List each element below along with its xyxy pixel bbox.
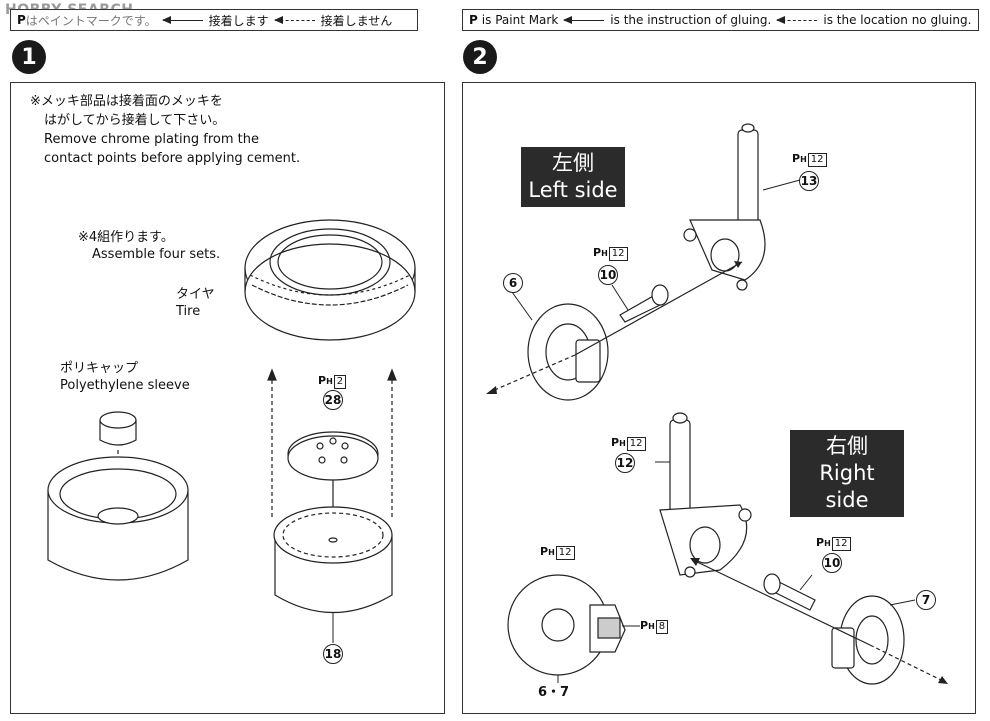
detail-disc-drawing — [507, 574, 626, 676]
paint-code-12a: 12 — [807, 153, 827, 167]
no-glue-arrow-icon-en — [776, 15, 818, 24]
tire-label-jp: タイヤ — [176, 287, 215, 302]
wheel-back-drawing — [47, 456, 189, 581]
left-upright-drawing — [683, 123, 766, 291]
part-7-label: 7 — [916, 590, 936, 610]
chrome-note: ※メッキ部品は接着面のメッキを はがしてから接着して下さい。 Remove ch… — [30, 92, 300, 168]
legend-jp-text3: 接着しません — [320, 13, 393, 28]
left-side-jp: 左側 — [552, 151, 594, 175]
paint-code-12c: 12 — [626, 437, 646, 451]
paint-code-12d: 12 — [831, 537, 851, 551]
right-disc-drawing — [831, 595, 905, 685]
legend-jp-text2: 接着します — [208, 13, 269, 28]
legend-en-text1: is Paint Mark — [481, 13, 559, 27]
legend-en-text3: is the location no gluing. — [823, 13, 972, 27]
part-6-7-label: 6・7 — [538, 685, 570, 700]
part-28-label: 28 — [323, 390, 343, 410]
chrome-note-jp-1: ※メッキ部品は接着面のメッキを — [30, 94, 223, 109]
paint-code-2: 2 — [333, 375, 347, 389]
paint-code-12e: 12 — [555, 546, 575, 560]
tire-label-en: Tire — [176, 304, 201, 319]
sleeve-label-jp: ポリキャップ — [60, 361, 139, 376]
wheel-drawing — [273, 506, 393, 614]
right-side-en: Right side — [819, 461, 875, 512]
left-side-box: 左側 Left side — [521, 147, 625, 207]
paint-mark-symbol: P — [17, 13, 26, 27]
sleeve-label-en: Polyethylene sleeve — [60, 378, 190, 393]
paint-code-8: 8 — [655, 620, 669, 634]
sets-note: ※4組作ります。 Assemble four sets. — [78, 229, 220, 263]
cap-drawing — [287, 431, 379, 481]
legend-jp-text1: はペイントマークです。 — [25, 13, 157, 28]
sleeve-label: ポリキャップ Polyethylene sleeve — [60, 360, 190, 394]
chrome-note-en-1: Remove chrome plating from the — [44, 132, 259, 147]
chrome-note-jp-2: はがしてから接着して下さい。 — [44, 113, 226, 128]
part-13-label: 13 — [799, 171, 819, 191]
sets-note-en: Assemble four sets. — [92, 247, 221, 262]
legend-jp: P はペイントマークです。 接着します 接着しません — [10, 9, 418, 31]
part-10a-label: 10 — [598, 265, 618, 285]
step-2-panel — [462, 82, 976, 714]
chrome-note-en-2: contact points before applying cement. — [44, 151, 301, 166]
left-side-en: Left side — [528, 178, 618, 202]
step-2-badge: 2 — [463, 40, 497, 74]
paint-code-12b: 12 — [608, 247, 628, 261]
part-6-label: 6 — [503, 273, 523, 293]
step-1-panel — [10, 82, 445, 714]
sets-note-jp: ※4組作ります。 — [78, 230, 174, 245]
right-side-jp: 右側 — [826, 434, 868, 458]
left-disc-drawing — [527, 303, 609, 401]
right-side-box: 右側 Right side — [790, 430, 904, 517]
right-upright-drawing — [659, 412, 752, 578]
legend-en-text2: is the instruction of gluing. — [610, 13, 772, 27]
part-12-label: 12 — [615, 453, 635, 473]
part-18-label: 18 — [323, 644, 343, 664]
tire-drawing — [244, 219, 416, 341]
paint-mark-symbol-en: P — [469, 13, 478, 27]
part-10b-label: 10 — [822, 553, 842, 573]
step-1-badge: 1 — [12, 40, 46, 74]
glue-arrow-icon — [161, 15, 203, 24]
sleeve-drawing — [99, 411, 137, 446]
legend-en: P is Paint Mark is the instruction of gl… — [462, 9, 979, 31]
glue-arrow-icon-en — [563, 15, 605, 24]
tire-label: タイヤ Tire — [176, 286, 215, 320]
no-glue-arrow-icon — [273, 15, 315, 24]
